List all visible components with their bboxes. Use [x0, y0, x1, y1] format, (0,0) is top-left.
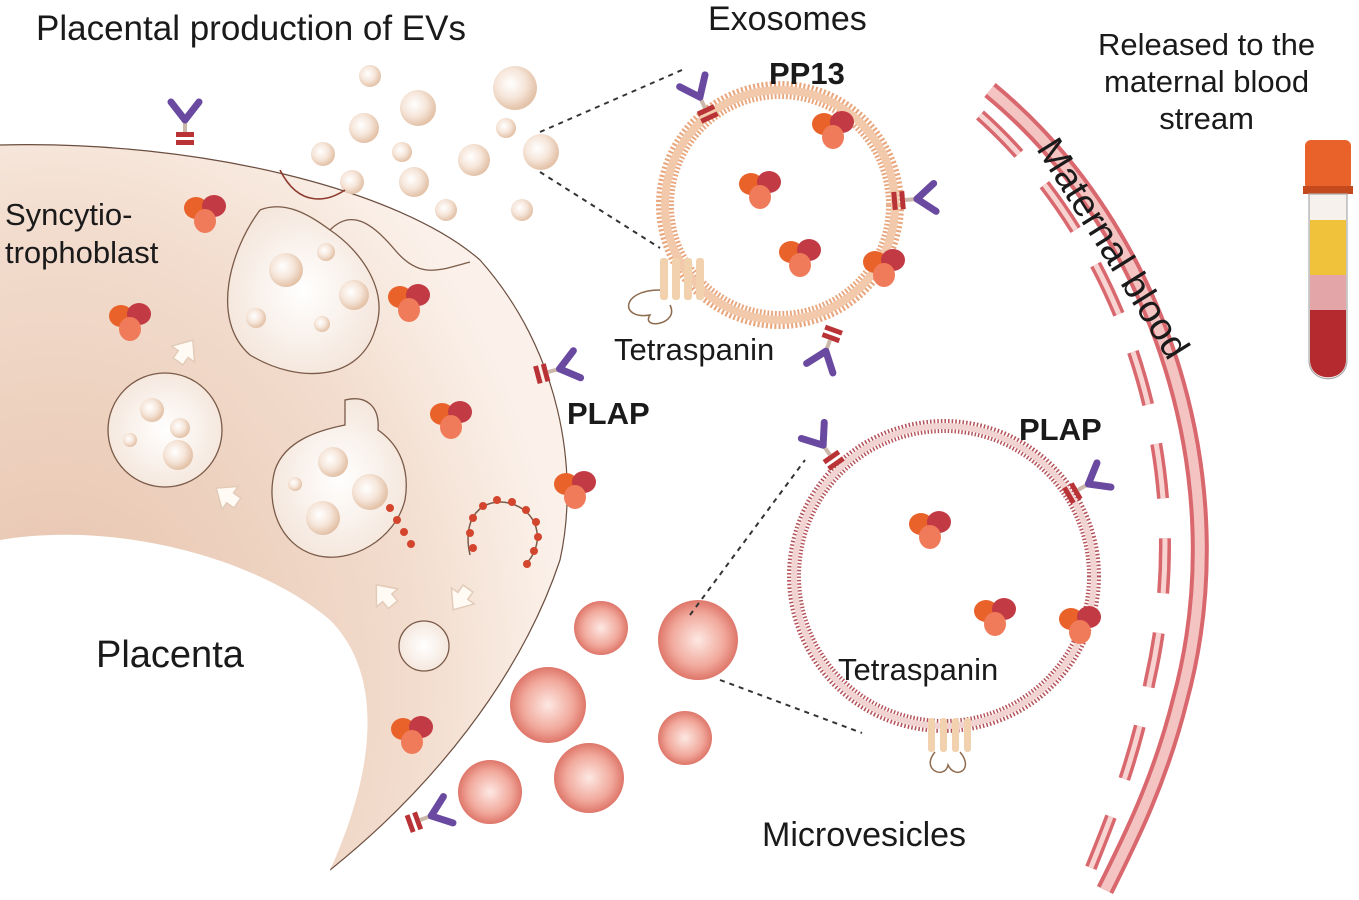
tetraspanin-exosome-label: Tetraspanin	[614, 332, 775, 367]
syncytiotrophoblast-label: Syncytio- trophoblast	[5, 197, 159, 270]
tetraspanin-microvesicle-label: Tetraspanin	[838, 652, 999, 687]
exosome-detail	[627, 75, 936, 373]
multivesicular-body	[227, 169, 471, 375]
blood-tube-icon	[1303, 140, 1353, 380]
callout-lines	[539, 69, 863, 734]
multivesicular-body-middle	[271, 398, 407, 558]
endosome-small	[398, 620, 450, 672]
microvesicles-label: Microvesicles	[762, 816, 967, 854]
placenta-label: Placenta	[96, 634, 244, 676]
released-label: Released to the maternal blood stream	[1098, 27, 1316, 137]
tetraspanin-icon	[928, 718, 971, 774]
exosomes-label: Exosomes	[708, 0, 867, 38]
exosome-particles	[311, 65, 559, 221]
endosome-left	[107, 372, 223, 488]
microvesicle-particles	[458, 600, 738, 824]
placenta-region	[0, 534, 368, 870]
diagram-title: Placental production of EVs	[36, 9, 466, 48]
maternal-blood-vessel	[976, 83, 1209, 895]
tetraspanin-icon	[627, 258, 704, 325]
microvesicle-detail	[787, 422, 1111, 774]
pp13-label: PP13	[769, 56, 845, 91]
plap-label-right: PLAP	[1019, 412, 1102, 447]
budding-membrane	[386, 496, 542, 568]
plap-label-left: PLAP	[567, 396, 650, 431]
